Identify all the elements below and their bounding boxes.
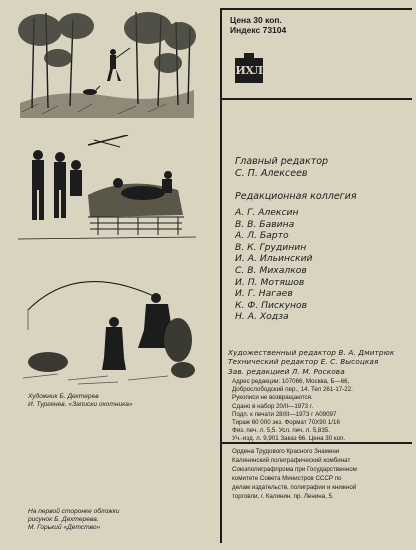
publisher-logo: ИХЛ	[235, 58, 263, 83]
printer-line: торговли, г. Калинин. пр. Ленина, 5.	[232, 493, 334, 500]
imprint-line: Доброслободский пер., 14. Тел 261-17-22.	[232, 386, 353, 394]
board-member: Н. А. Ходза	[235, 311, 289, 323]
board-member: К. Ф. Пискунов	[235, 299, 308, 311]
cover-caption-line-1: На первой сторонке обложки	[28, 508, 120, 515]
price-text: Цена 30 коп.	[230, 15, 282, 25]
frame-divider-vertical	[220, 8, 222, 543]
caption-book-line: И. Тургенев. «Записки охотника»	[28, 401, 133, 408]
fishing-illustration	[18, 270, 196, 388]
frame-divider-lower	[222, 442, 412, 444]
index-text: Индекс 73104	[230, 25, 287, 35]
printer-line: Ордена Трудового Красного Знамени	[232, 448, 340, 455]
board-member: И. П. Мотяшов	[235, 276, 305, 288]
editors-block: Художественный редактор В. А. Дмитрюк Те…	[228, 348, 394, 376]
printer-line: делам издательств, полиграфии и книжной	[232, 484, 357, 491]
frame-divider-upper	[222, 98, 412, 100]
printer-line: Союзполиграфпрома при Государственном	[232, 466, 357, 473]
board-member: А. Л. Барто	[235, 230, 289, 242]
printer-line: комитете Совета Министров СССР по	[232, 475, 342, 482]
editorial-board-list: А. Г. Алексин В. В. Бавина А. Л. Барто В…	[235, 207, 313, 323]
office-head: Зав. редакцией Л. М. Роскова	[228, 366, 345, 376]
tech-editor: Технический редактор Е. С. Высоцкая	[228, 357, 379, 367]
hunters-resting-illustration	[18, 135, 196, 243]
printer-block: Ордена Трудового Красного Знамени Калини…	[232, 447, 357, 501]
fishing-drawing	[18, 270, 196, 388]
chief-editor-block: Главный редактор С. П. Алексеев	[235, 156, 328, 180]
board-member: И. Г. Нагаев	[235, 288, 293, 300]
forest-hunt-drawing	[18, 8, 196, 118]
imprint-line: Физ. печ. л. 5,5. Усл. печ. л. 5,835.	[232, 427, 330, 435]
frame-divider-top	[220, 8, 412, 10]
publisher-logo-text: ИХЛ	[235, 64, 263, 77]
imprint-line: Тираж 60 000 экз. Формат 70Х90 1/16	[232, 419, 340, 427]
board-member: А. Г. Алексин	[235, 207, 299, 218]
board-member: В. К. Грудинин	[235, 241, 307, 253]
chief-editor-name: С. П. Алексеев	[235, 168, 308, 179]
imprint-line: Адрес редакции: 107066, Москва, Б—66,	[232, 378, 350, 385]
imprint-block: Адрес редакции: 107066, Москва, Б—66, До…	[232, 378, 353, 444]
cover-caption: На первой сторонке обложки рисунок Б. Де…	[28, 508, 119, 532]
imprint-line: Рукописи не возвращаются.	[232, 394, 313, 402]
printer-line: Калининский полиграфический комбинат	[232, 457, 351, 464]
hunters-resting-drawing	[18, 135, 196, 243]
board-member: В. В. Бавина	[235, 218, 295, 230]
publisher-logo-notch	[244, 53, 254, 59]
imprint-line: Уч.-изд. л. 9,901 Заказ 66. Цена 30 коп.	[232, 435, 346, 443]
illustration-caption: Художник Б. Дехтерев И. Тургенев. «Запис…	[28, 393, 133, 409]
chief-editor-title: Главный редактор	[235, 156, 329, 167]
editorial-board-title: Редакционная коллегия	[235, 191, 357, 202]
board-member: С. В. Михалков	[235, 264, 307, 276]
cover-caption-line-3: М. Горький «Детство»	[28, 524, 101, 531]
board-member: И. А. Ильинский	[235, 253, 313, 265]
cover-caption-line-2: рисунок Б. Дехтерева.	[28, 516, 99, 523]
price-block: Цена 30 коп. Индекс 73104	[230, 15, 286, 35]
forest-hunt-illustration	[18, 8, 196, 118]
caption-artist-line: Художник Б. Дехтерев	[28, 393, 99, 400]
art-editor: Художественный редактор В. А. Дмитрюк	[228, 348, 395, 357]
imprint-line: Подп. к печати 28/III—1973 г А09097	[232, 410, 337, 418]
imprint-line: Сдано в набор 20/II—1973 г.	[232, 402, 314, 410]
